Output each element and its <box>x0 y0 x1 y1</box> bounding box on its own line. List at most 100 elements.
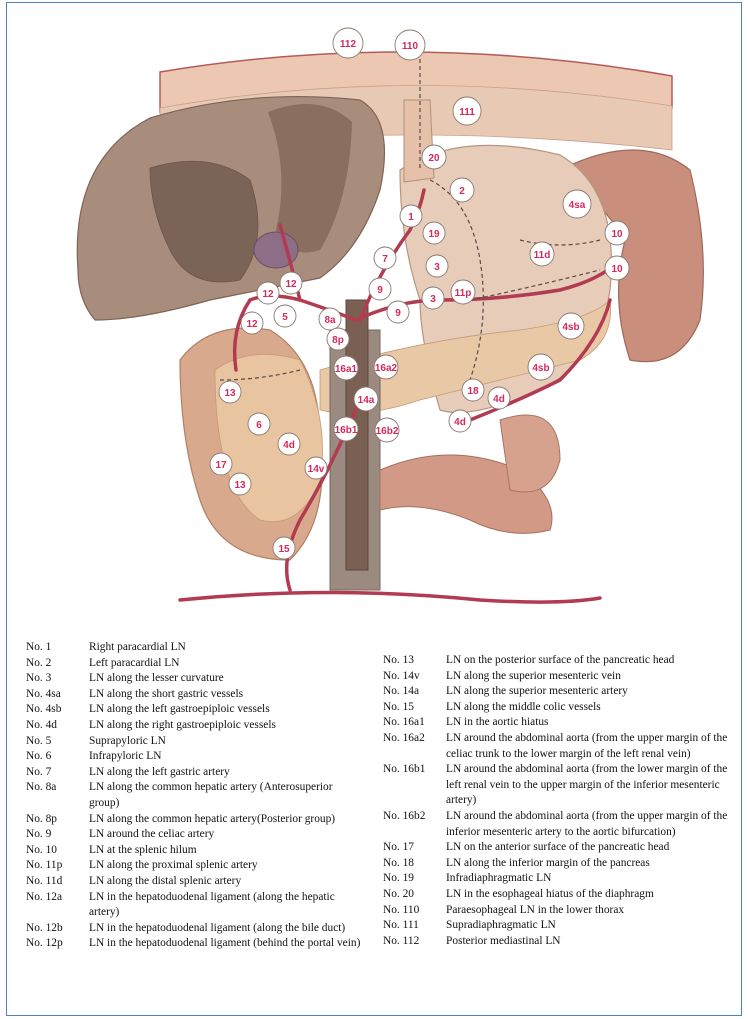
legend-code: No. 16a2 <box>383 731 446 762</box>
node-16a1: 16a1 <box>334 356 358 380</box>
svg-text:4sb: 4sb <box>562 322 579 333</box>
svg-text:4sa: 4sa <box>569 200 586 211</box>
svg-text:18: 18 <box>467 386 479 397</box>
legend-description: LN on the anterior surface of the pancre… <box>446 840 728 856</box>
legend-code: No. 4d <box>26 718 89 734</box>
svg-text:16b1: 16b1 <box>335 425 358 436</box>
legend-description: LN around the abdominal aorta (from the … <box>446 731 728 762</box>
node-3-upper: 3 <box>426 255 448 277</box>
node-13-lower: 13 <box>229 473 251 495</box>
legend-row: No. 4saLN along the short gastric vessel… <box>26 687 361 703</box>
node-13-upper: 13 <box>219 381 241 403</box>
node-11p: 11p <box>451 280 475 304</box>
node-4d-right: 4d <box>488 387 510 409</box>
legend-code: No. 11d <box>26 874 89 890</box>
node-4d-left: 4d <box>278 433 300 455</box>
svg-text:8p: 8p <box>332 335 344 346</box>
node-1: 1 <box>400 205 422 227</box>
legend-description: LN along the left gastric artery <box>89 765 361 781</box>
svg-text:111: 111 <box>459 107 475 118</box>
node-16b1: 16b1 <box>334 417 358 441</box>
legend-row: No. 110Paraesophageal LN in the lower th… <box>383 903 728 919</box>
svg-text:13: 13 <box>224 388 236 399</box>
legend-code: No. 5 <box>26 734 89 750</box>
node-6: 6 <box>248 413 270 435</box>
legend-code: No. 16b2 <box>383 809 446 840</box>
legend-code: No. 8p <box>26 812 89 828</box>
legend-code: No. 9 <box>26 827 89 843</box>
legend-description: LN in the esophageal hiatus of the diaph… <box>446 887 728 903</box>
svg-text:2: 2 <box>459 186 465 197</box>
legend-code: No. 17 <box>383 840 446 856</box>
legend-row: No. 15LN along the middle colic vessels <box>383 700 728 716</box>
legend-description: LN along the lesser curvature <box>89 671 361 687</box>
svg-text:19: 19 <box>428 229 440 240</box>
node-7: 7 <box>374 247 396 269</box>
svg-text:110: 110 <box>402 41 419 52</box>
node-110: 110 <box>395 30 425 60</box>
node-5: 5 <box>274 305 296 327</box>
svg-text:4d: 4d <box>454 417 466 428</box>
legend-description: LN around the abdominal aorta (from the … <box>446 762 728 809</box>
legend-description: LN along the middle colic vessels <box>446 700 728 716</box>
legend-code: No. 18 <box>383 856 446 872</box>
legend-code: No. 19 <box>383 871 446 887</box>
legend-description: Right paracardial LN <box>89 640 361 656</box>
legend-code: No. 110 <box>383 903 446 919</box>
svg-text:10: 10 <box>611 229 623 240</box>
svg-text:16b2: 16b2 <box>376 426 399 437</box>
legend-row: No. 12bLN in the hepatoduodenal ligament… <box>26 921 361 937</box>
svg-text:13: 13 <box>234 480 246 491</box>
svg-text:20: 20 <box>428 153 440 164</box>
legend-description: Paraesophageal LN in the lower thorax <box>446 903 728 919</box>
legend-row: No. 16b1LN around the abdominal aorta (f… <box>383 762 728 809</box>
svg-text:4d: 4d <box>283 440 295 451</box>
legend-row: No. 13LN on the posterior surface of the… <box>383 653 728 669</box>
svg-text:3: 3 <box>434 262 440 273</box>
svg-text:7: 7 <box>382 254 388 265</box>
legend-code: No. 8a <box>26 780 89 811</box>
node-10-lower: 10 <box>605 256 629 280</box>
node-4sb-lower: 4sb <box>528 354 554 380</box>
legend-description: Supradiaphragmatic LN <box>446 918 728 934</box>
legend-description: LN along the superior mesenteric vein <box>446 669 728 685</box>
node-12-b: 12 <box>257 282 279 304</box>
node-16a2: 16a2 <box>374 355 398 379</box>
svg-text:1: 1 <box>408 212 414 223</box>
legend-code: No. 2 <box>26 656 89 672</box>
legend-description: LN around the celiac artery <box>89 827 361 843</box>
legend-description: LN on the posterior surface of the pancr… <box>446 653 728 669</box>
svg-text:9: 9 <box>395 308 401 319</box>
svg-text:14v: 14v <box>308 464 325 475</box>
legend-row: No. 6Infrapyloric LN <box>26 749 361 765</box>
svg-text:15: 15 <box>278 544 290 555</box>
legend-code: No. 11p <box>26 858 89 874</box>
legend-description: Posterior mediastinal LN <box>446 934 728 950</box>
legend-code: No. 12b <box>26 921 89 937</box>
legend-description: LN in the hepatoduodenal ligament (behin… <box>89 936 361 952</box>
svg-text:16a2: 16a2 <box>375 363 398 374</box>
node-14a: 14a <box>354 387 378 411</box>
legend-description: LN along the proximal splenic artery <box>89 858 361 874</box>
svg-text:112: 112 <box>340 39 357 50</box>
legend-code: No. 6 <box>26 749 89 765</box>
legend-row: No. 14vLN along the superior mesenteric … <box>383 669 728 685</box>
legend-code: No. 13 <box>383 653 446 669</box>
legend-description: Infradiaphragmatic LN <box>446 871 728 887</box>
legend-description: LN around the abdominal aorta (from the … <box>446 809 728 840</box>
legend-left: No. 1Right paracardial LNNo. 2Left parac… <box>26 640 361 952</box>
legend-code: No. 10 <box>26 843 89 859</box>
legend-description: LN in the hepatoduodenal ligament (along… <box>89 921 361 937</box>
legend-code: No. 112 <box>383 934 446 950</box>
